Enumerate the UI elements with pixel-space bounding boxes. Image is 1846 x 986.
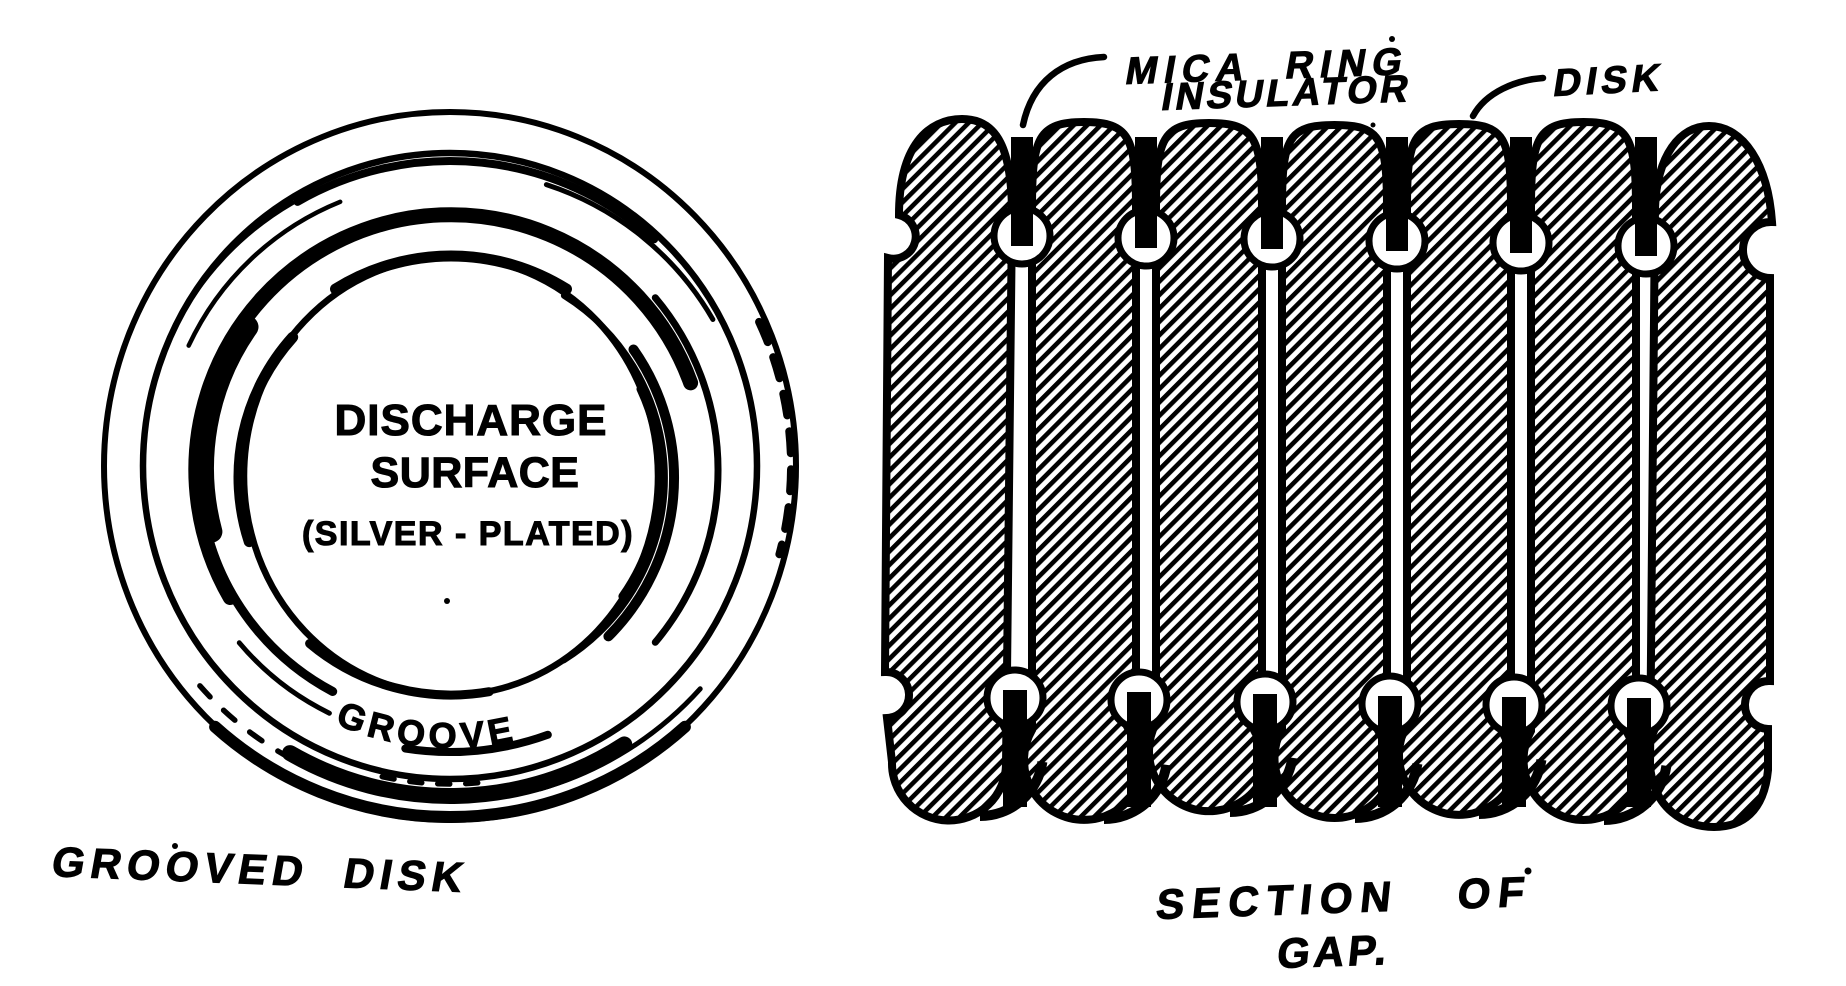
svg-text:GAP.: GAP.: [1275, 926, 1393, 977]
svg-text:SURFACE: SURFACE: [371, 449, 580, 497]
svg-text:DISCHARGE: DISCHARGE: [334, 396, 607, 445]
svg-text:INSULATOR: INSULATOR: [1158, 67, 1415, 119]
svg-text:MICA RING: MICA RING: [1122, 40, 1412, 93]
svg-text:DISK: DISK: [1551, 56, 1668, 105]
svg-text:(SILVER - PLATED): (SILVER - PLATED): [302, 515, 634, 553]
